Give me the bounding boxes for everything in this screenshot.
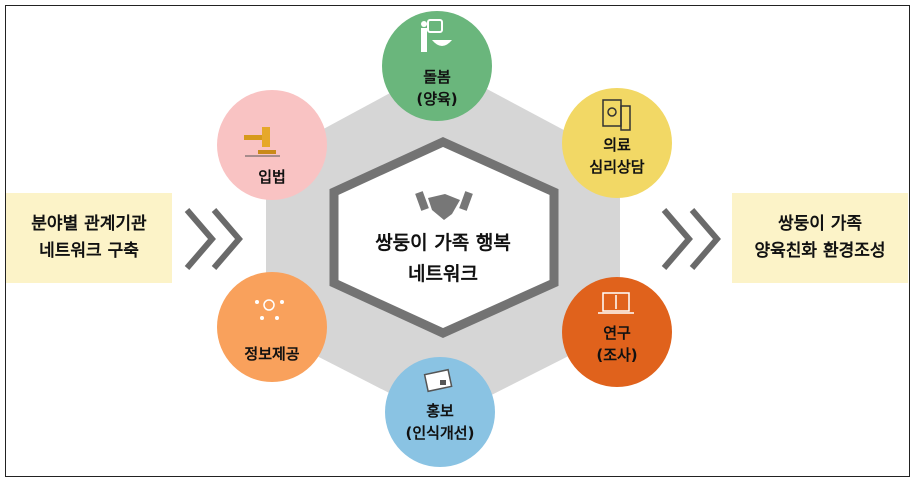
node-label-line2: (양육): [416, 90, 458, 108]
node-label-care: 돌봄 (양육): [377, 66, 497, 110]
diagram-frame: [5, 5, 910, 477]
medical-chart-icon: [602, 99, 631, 131]
node-label-line2: (인식개선): [405, 424, 475, 442]
right-box-line2: 양육친화 환경조성: [754, 241, 886, 261]
left-box: 분야별 관계기관 네트워크 구축: [6, 193, 172, 283]
node-circle-legislation: [217, 90, 327, 200]
node-label-line1: 의료: [603, 136, 631, 154]
center-title: 쌍둥이 가족 행복 네트워크: [343, 228, 543, 290]
left-box-line1: 분야별 관계기관: [31, 214, 147, 234]
newspaper-icon: [423, 368, 453, 393]
node-circle-pr: [385, 357, 495, 467]
node-label-line1: 홍보: [426, 402, 454, 420]
node-label-legislation: 입법: [212, 166, 332, 188]
node-circle-info: [217, 272, 327, 382]
node-label-pr: 홍보 (인식개선): [380, 400, 500, 444]
center-title-line1: 쌍둥이 가족 행복: [375, 232, 511, 254]
node-circle-care: [382, 11, 492, 121]
node-label-line1: 입법: [258, 168, 286, 186]
inner-hexagon: [329, 137, 559, 338]
laptop-book-icon: [598, 292, 634, 314]
node-label-research: 연구 (조사): [557, 322, 677, 366]
idea-network-icon: [255, 299, 284, 320]
node-label-info: 정보제공: [212, 343, 332, 365]
handshake-icon: [415, 191, 473, 220]
node-label-line1: 돌봄: [423, 68, 451, 86]
node-label-line1: 연구: [603, 324, 631, 342]
node-label-medical: 의료 심리상담: [557, 134, 677, 178]
left-box-line2: 네트워크 구축: [39, 241, 139, 261]
caregiver-icon: [421, 19, 452, 52]
right-box-line1: 쌍둥이 가족: [777, 214, 863, 234]
center-title-line2: 네트워크: [408, 263, 478, 285]
node-label-line2: 심리상담: [589, 158, 645, 176]
node-label-line2: (조사): [596, 346, 638, 364]
right-chevrons-icon: [661, 208, 721, 270]
gavel-icon: [244, 127, 280, 157]
node-circle-research: [562, 277, 672, 387]
node-circle-medical: [562, 88, 672, 198]
node-label-line1: 정보제공: [244, 345, 300, 363]
right-box: 쌍둥이 가족 양육친화 환경조성: [732, 193, 908, 283]
left-chevrons-icon: [184, 208, 243, 270]
